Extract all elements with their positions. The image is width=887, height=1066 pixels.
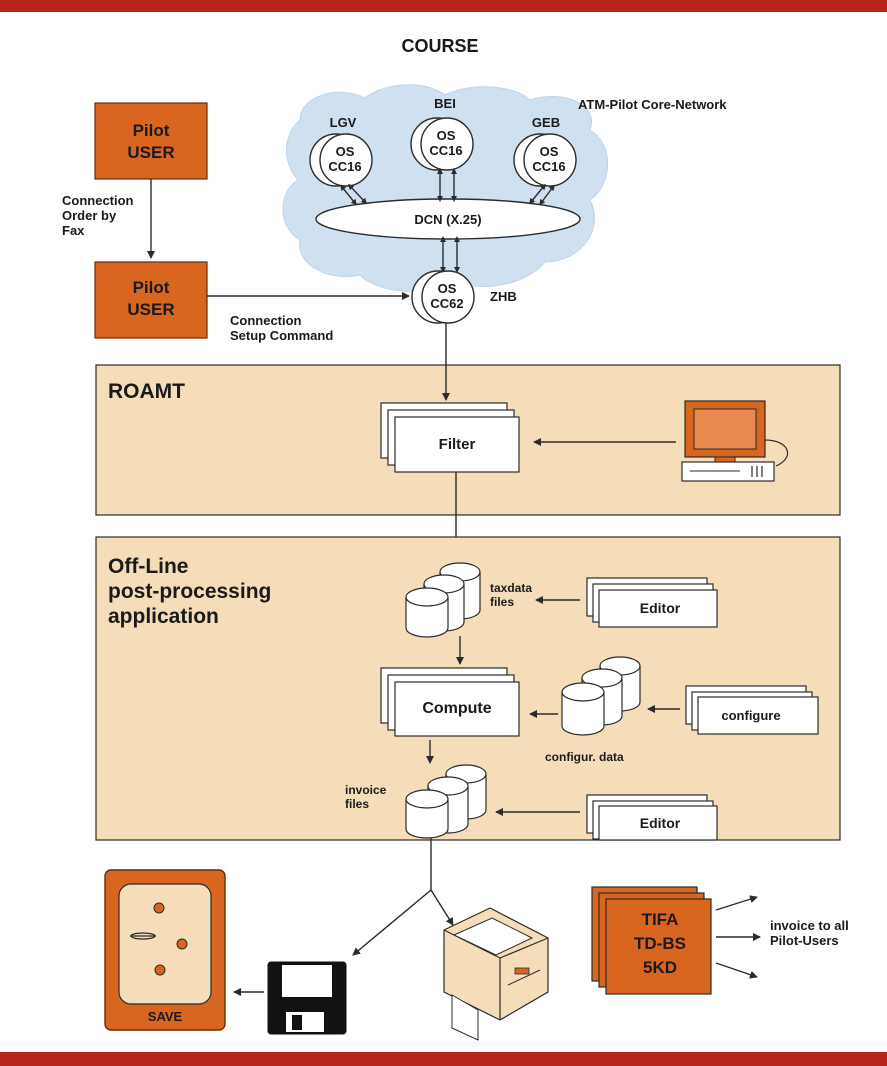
invoice-arrow-up bbox=[715, 895, 758, 911]
taxdata-label-line1: taxdata bbox=[490, 581, 532, 595]
tifa-line1: TIFA bbox=[642, 910, 679, 929]
node-zhb-os: OS bbox=[438, 281, 457, 296]
page-title: COURSE bbox=[401, 36, 478, 56]
to-floppy-arrow bbox=[352, 889, 432, 956]
node-bei-site: BEI bbox=[434, 96, 456, 111]
configure-box: configure bbox=[685, 685, 819, 735]
compute-box: Compute bbox=[380, 667, 520, 737]
node-zhb-cc: CC62 bbox=[430, 296, 463, 311]
to-printer-arrow bbox=[430, 889, 454, 926]
editor-2-label: Editor bbox=[640, 815, 681, 831]
compute-label: Compute bbox=[422, 700, 491, 717]
configure-label: configure bbox=[721, 708, 780, 723]
tifa-line3: 5KD bbox=[643, 958, 677, 977]
taxdata-files-stack bbox=[405, 562, 481, 638]
floppy-disk-icon bbox=[267, 961, 347, 1035]
node-geb-site: GEB bbox=[532, 115, 560, 130]
connection-order-line2: Order by bbox=[62, 208, 117, 223]
taxdata-label-line2: files bbox=[490, 595, 514, 609]
offline-title-line2: post-processing bbox=[108, 580, 271, 603]
editor-box-2: Editor bbox=[586, 794, 718, 841]
pilot-user-2-line1: Pilot bbox=[133, 278, 170, 297]
filter-label: Filter bbox=[439, 436, 476, 453]
node-bei-cc: CC16 bbox=[429, 143, 462, 158]
connection-setup-line1: Connection bbox=[230, 313, 302, 328]
connection-order-line1: Connection bbox=[62, 193, 134, 208]
node-lgv-cc: CC16 bbox=[328, 159, 361, 174]
node-bei-os: OS bbox=[437, 128, 456, 143]
node-bei: BEI OS CC16 bbox=[410, 96, 474, 171]
core-network-cloud bbox=[282, 84, 609, 292]
pilot-user-box-2: Pilot USER bbox=[94, 261, 208, 339]
offline-title-line3: application bbox=[108, 605, 219, 628]
invoice-all-line1: invoice to all bbox=[770, 918, 849, 933]
bottom-border bbox=[0, 1052, 887, 1066]
node-zhb-site: ZHB bbox=[490, 289, 517, 304]
tifa-box-stack: TIFA TD-BS 5KD bbox=[591, 886, 712, 995]
invoice-arrow-down bbox=[715, 962, 758, 979]
invoice-files-stack bbox=[405, 764, 487, 839]
node-lgv-os: OS bbox=[336, 144, 355, 159]
editor-1-label: Editor bbox=[640, 600, 681, 616]
configur-data-label: configur. data bbox=[545, 750, 624, 764]
computer-icon bbox=[681, 400, 789, 482]
invoice-files-line1: invoice bbox=[345, 783, 387, 797]
core-network-label: ATM-Pilot Core-Network bbox=[578, 97, 727, 112]
node-geb-os: OS bbox=[540, 144, 559, 159]
pilot-user-2-line2: USER bbox=[127, 300, 174, 319]
node-geb-cc: CC16 bbox=[532, 159, 565, 174]
pilot-user-box-1: Pilot USER bbox=[94, 102, 208, 180]
dcn-ellipse bbox=[315, 198, 581, 240]
dcn-label: DCN (X.25) bbox=[414, 212, 481, 227]
roamt-title: ROAMT bbox=[108, 380, 185, 403]
tifa-line2: TD-BS bbox=[634, 934, 686, 953]
configur-data-stack bbox=[561, 656, 641, 736]
save-label: SAVE bbox=[148, 1009, 183, 1024]
node-geb: GEB OS CC16 bbox=[513, 115, 577, 187]
node-lgv: LGV OS CC16 bbox=[309, 115, 373, 187]
connection-setup-line2: Setup Command bbox=[230, 328, 333, 343]
pilot-user-1-line2: USER bbox=[127, 143, 174, 162]
connection-order-line3: Fax bbox=[62, 223, 85, 238]
invoice-files-line2: files bbox=[345, 797, 369, 811]
node-dcn-links bbox=[340, 168, 555, 273]
offline-title-line1: Off-Line bbox=[108, 555, 188, 578]
node-lgv-site: LGV bbox=[330, 115, 357, 130]
safe-icon: SAVE bbox=[104, 869, 226, 1031]
top-border bbox=[0, 0, 887, 12]
printer-icon bbox=[443, 907, 549, 1041]
editor-box-1: Editor bbox=[586, 577, 718, 628]
pilot-user-1-line1: Pilot bbox=[133, 121, 170, 140]
node-zhb: OS CC62 ZHB bbox=[411, 270, 517, 324]
invoice-all-line2: Pilot-Users bbox=[770, 933, 839, 948]
filter-box: Filter bbox=[380, 402, 520, 473]
